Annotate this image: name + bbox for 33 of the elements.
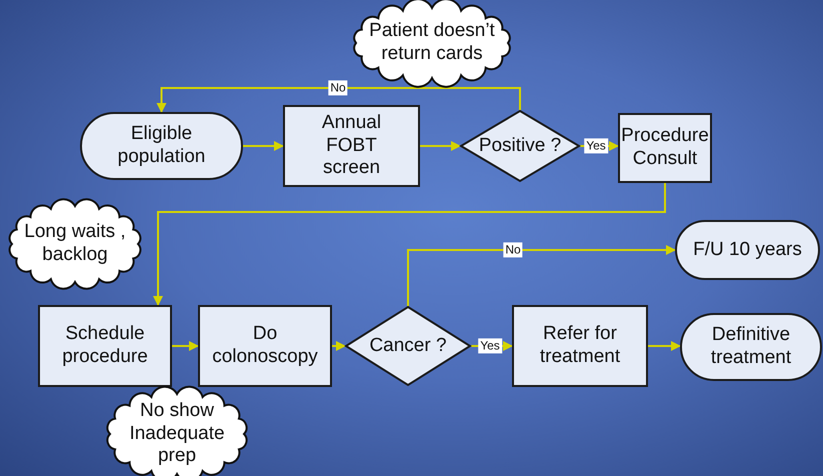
node-label: F/U 10 years xyxy=(693,238,802,262)
edge-label: No xyxy=(503,242,523,258)
node-label: Cancer ? xyxy=(369,334,447,358)
process-box xyxy=(283,105,420,187)
edge-label: No xyxy=(328,80,348,96)
decision-diamond xyxy=(345,306,471,386)
process-box xyxy=(512,305,648,387)
node-label: Do colonoscopy xyxy=(211,323,319,369)
node-label: Procedure Consult xyxy=(620,125,710,171)
arrow xyxy=(420,141,461,151)
node-label: Long waits , backlog xyxy=(23,221,127,267)
arrow xyxy=(172,341,199,351)
arrow xyxy=(243,141,284,151)
node-label: Refer for treatment xyxy=(538,323,622,369)
arrow xyxy=(332,341,346,351)
thought-cloud xyxy=(6,200,144,288)
process-box xyxy=(198,305,332,387)
edge-label: Yes xyxy=(478,338,502,354)
node-label: No show Inadequate prep xyxy=(128,400,226,468)
process-box xyxy=(618,113,712,183)
node-label: Definitive treatment xyxy=(710,324,792,370)
node-label: Positive ? xyxy=(478,134,562,158)
arrow xyxy=(407,245,676,306)
decision-diamond xyxy=(460,110,580,182)
thought-cloud xyxy=(104,388,250,476)
arrow xyxy=(153,183,666,306)
arrow xyxy=(648,341,681,351)
node-label: Eligible population xyxy=(116,123,206,169)
arrow xyxy=(156,87,521,113)
edge-label: Yes xyxy=(584,138,608,154)
node-label: Annual FOBT screen xyxy=(320,112,382,180)
process-box xyxy=(38,305,172,387)
node-label: Schedule procedure xyxy=(61,323,149,369)
